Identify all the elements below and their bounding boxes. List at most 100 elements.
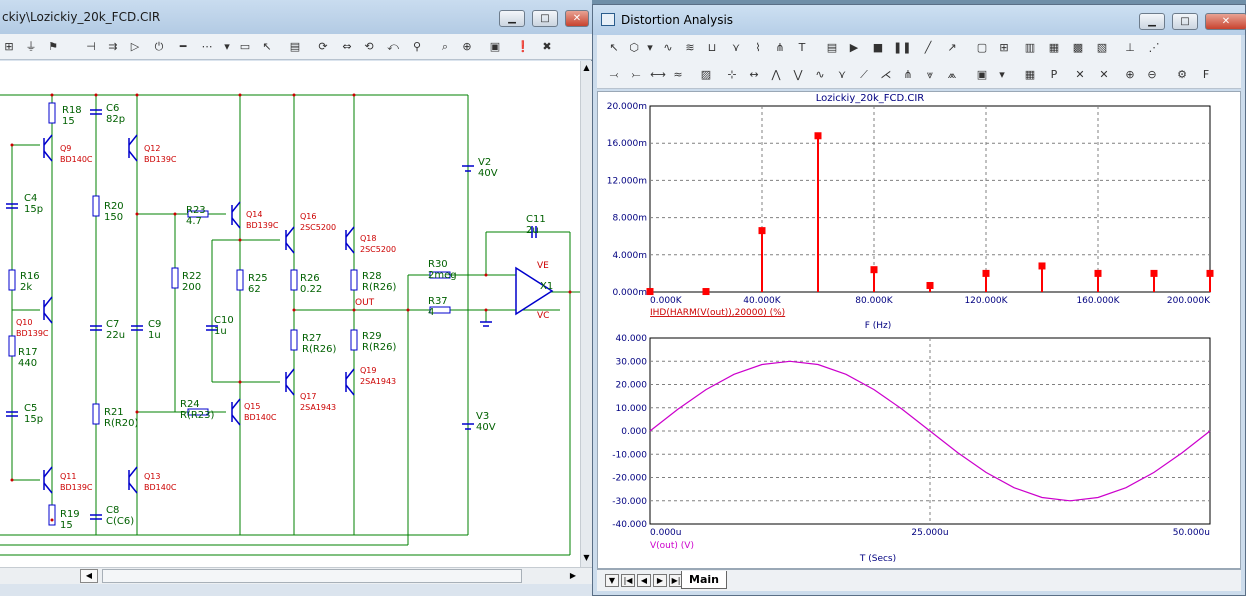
distortion-title-bar[interactable]: Distortion Analysis ▁ □ ✕ bbox=[593, 5, 1246, 35]
component-ref-r21[interactable]: R21 bbox=[104, 407, 124, 418]
component-ref-r23[interactable]: R23 bbox=[186, 205, 206, 216]
text-tool-icon[interactable]: T bbox=[798, 41, 806, 54]
graph-line-icon[interactable]: ∿ bbox=[663, 41, 673, 54]
component-ref-r16[interactable]: R16 bbox=[20, 271, 40, 282]
harmonic-marker[interactable] bbox=[1150, 269, 1158, 277]
component-ref-q9[interactable]: Q9 bbox=[60, 144, 71, 153]
data-table-icon[interactable]: ▦ bbox=[1024, 68, 1036, 81]
flag-tool-icon[interactable]: ⚑ bbox=[48, 40, 58, 53]
component-ref-c8[interactable]: C8 bbox=[106, 505, 119, 516]
properties-icon[interactable]: ▤ bbox=[289, 40, 301, 53]
pause-icon[interactable]: ❚❚ bbox=[893, 41, 912, 54]
cursor-both-icon[interactable]: ⟷ bbox=[650, 68, 666, 81]
component-ref-r27[interactable]: R27 bbox=[302, 333, 322, 344]
harmonic-marker[interactable] bbox=[702, 288, 710, 296]
component-ref-r20[interactable]: R20 bbox=[104, 201, 124, 212]
tab-nav-next-icon[interactable]: ▶ bbox=[653, 574, 667, 587]
high-icon[interactable]: ⋀ bbox=[771, 68, 781, 81]
graph-point-icon[interactable]: ⋔ bbox=[775, 41, 785, 54]
tab-nav-prev-icon[interactable]: ◀ bbox=[637, 574, 651, 587]
component-ref-q15[interactable]: Q15 bbox=[244, 402, 260, 411]
zoom-in-icon[interactable]: ⊕ bbox=[1125, 68, 1135, 81]
component-ref-c10[interactable]: C10 bbox=[214, 315, 234, 326]
minimize-button[interactable]: ▁ bbox=[499, 10, 525, 27]
bottom-icon[interactable]: ⩔ bbox=[926, 68, 934, 81]
component-ref-q19[interactable]: Q19 bbox=[360, 366, 376, 375]
step-icon[interactable]: ⤺ bbox=[387, 40, 399, 53]
maximize-button[interactable]: □ bbox=[1172, 13, 1198, 30]
box-tool-icon[interactable]: ▢ bbox=[976, 41, 988, 54]
component-ref-c6[interactable]: C6 bbox=[106, 103, 119, 114]
scroll-left-icon[interactable]: ◀ bbox=[80, 569, 98, 583]
component-ref-q13[interactable]: Q13 bbox=[144, 472, 160, 481]
component-ref-r18[interactable]: R18 bbox=[62, 105, 82, 116]
grid-bold-icon[interactable]: ▩ bbox=[1072, 41, 1084, 54]
component-ref-q12[interactable]: Q12 bbox=[144, 144, 160, 153]
grid-tool-icon[interactable]: ⊞ bbox=[999, 41, 1009, 54]
low-icon[interactable]: ⋁ bbox=[793, 68, 803, 81]
scroll-down-icon[interactable]: ▼ bbox=[583, 553, 590, 562]
grid-dot-icon[interactable]: ▧ bbox=[1096, 41, 1108, 54]
point-tag-icon[interactable]: P bbox=[1050, 68, 1058, 81]
tab-nav-start-icon[interactable]: |◀ bbox=[621, 574, 635, 587]
scroll-right-icon[interactable]: ▶ bbox=[569, 571, 577, 580]
next-icon[interactable]: ⩕ bbox=[947, 68, 957, 81]
component-ref-c11[interactable]: C11 bbox=[526, 214, 546, 225]
diode-tool-icon[interactable]: ▷ bbox=[130, 40, 140, 53]
component-ref-x1[interactable]: X1 bbox=[540, 281, 553, 292]
component-ref-v3[interactable]: V3 bbox=[476, 411, 489, 422]
arrow-tool-icon[interactable]: ↗ bbox=[947, 41, 957, 54]
run-icon[interactable]: ▶ bbox=[849, 41, 859, 54]
wave-icon[interactable]: ≈ bbox=[673, 68, 683, 81]
valley-icon[interactable]: ↔ bbox=[749, 68, 759, 81]
grid-minor-icon[interactable]: ▦ bbox=[1048, 41, 1060, 54]
grid-major-icon[interactable]: ▥ bbox=[1024, 41, 1036, 54]
graph-multi-icon[interactable]: ≋ bbox=[685, 41, 695, 54]
component-ref-r19[interactable]: R19 bbox=[60, 509, 80, 520]
tab-main[interactable]: Main bbox=[681, 571, 727, 589]
inflection-icon[interactable]: ∿ bbox=[815, 68, 825, 81]
component-ref-v2[interactable]: V2 bbox=[478, 157, 491, 168]
binoculars-icon[interactable]: ⊕ bbox=[462, 40, 472, 53]
component-ref-r37[interactable]: R37 bbox=[428, 296, 448, 307]
slope-icon[interactable]: ⋎ bbox=[837, 68, 847, 81]
global-high-icon[interactable]: ⟋ bbox=[860, 68, 868, 81]
component-tool-icon[interactable]: ⊞ bbox=[4, 40, 14, 53]
graph-scale-icon[interactable]: ⊔ bbox=[707, 41, 717, 54]
grid-tool-icon[interactable]: ⋯ bbox=[201, 40, 213, 53]
peak-icon[interactable]: ⊹ bbox=[727, 68, 737, 81]
probe-icon[interactable]: ⚲ bbox=[412, 40, 422, 53]
harmonic-marker[interactable] bbox=[1206, 269, 1214, 277]
component-ref-r25[interactable]: R25 bbox=[248, 273, 268, 284]
dropdown-arrow-icon[interactable]: ▾ bbox=[999, 68, 1005, 81]
help-icon[interactable]: ❗ bbox=[516, 40, 530, 53]
maximize-button[interactable]: □ bbox=[532, 10, 558, 27]
stop-icon[interactable]: ■ bbox=[872, 41, 884, 54]
info-icon[interactable]: ▣ bbox=[489, 40, 501, 53]
capacitor-tool-icon[interactable]: ⊣ bbox=[86, 40, 96, 53]
component-ref-r17[interactable]: R17 bbox=[18, 347, 38, 358]
mirror-icon[interactable]: ⟲ bbox=[364, 40, 374, 53]
component-ref-q17[interactable]: Q17 bbox=[300, 392, 316, 401]
scroll-up-icon[interactable]: ▲ bbox=[583, 63, 590, 72]
component-ref-r26[interactable]: R26 bbox=[300, 273, 320, 284]
switch-tool-icon[interactable]: ⏻ bbox=[154, 40, 164, 53]
harmonic-marker[interactable] bbox=[982, 269, 990, 277]
harmonic-marker[interactable] bbox=[1038, 262, 1046, 270]
harmonic-marker[interactable] bbox=[1094, 269, 1102, 277]
component-ref-c7[interactable]: C7 bbox=[106, 319, 119, 330]
wire-tool-icon[interactable]: ━ bbox=[179, 40, 187, 53]
flip-icon[interactable]: ⇔ bbox=[342, 40, 352, 53]
component-ref-r22[interactable]: R22 bbox=[182, 271, 202, 282]
window-tool-icon[interactable]: ▭ bbox=[239, 40, 251, 53]
select-tool-icon[interactable]: ↖ bbox=[262, 40, 272, 53]
rotate-icon[interactable]: ⟳ bbox=[318, 40, 328, 53]
zoom-out-icon[interactable]: ⊖ bbox=[1147, 68, 1157, 81]
select-mode-icon[interactable]: ↖ bbox=[609, 41, 619, 54]
graph-tag-icon[interactable]: ⌇ bbox=[755, 41, 761, 54]
graph-log-icon[interactable]: ⋎ bbox=[731, 41, 741, 54]
component-ref-r28[interactable]: R28 bbox=[362, 271, 382, 282]
package-icon[interactable]: ▣ bbox=[976, 68, 988, 81]
properties-icon[interactable]: ▤ bbox=[826, 41, 838, 54]
